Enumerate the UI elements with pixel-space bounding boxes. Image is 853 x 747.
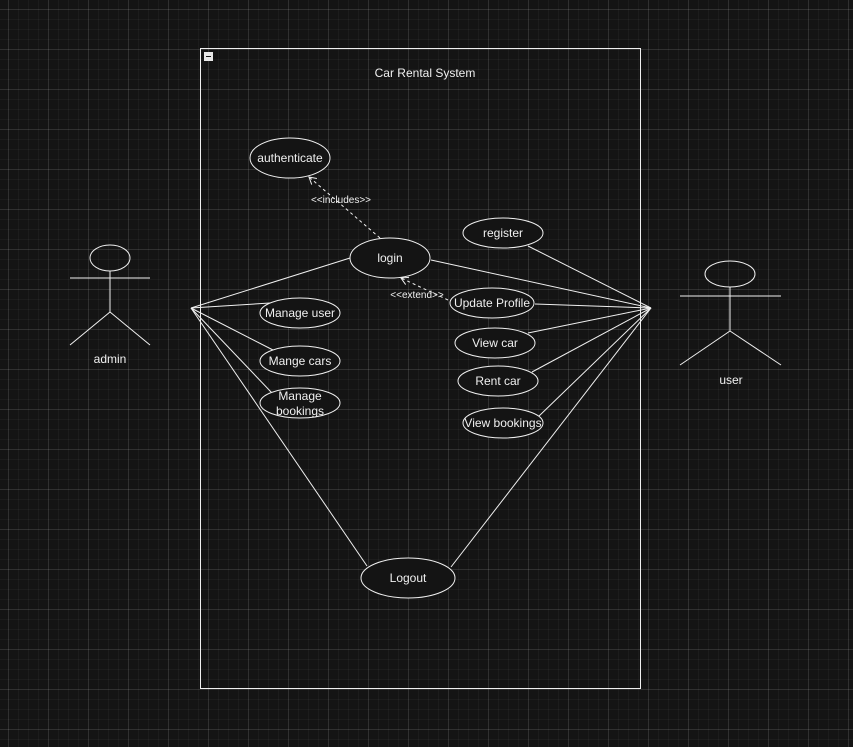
use-case-register[interactable]: register bbox=[462, 217, 544, 249]
system-boundary[interactable] bbox=[200, 48, 641, 689]
assoc-admin-manage-user[interactable] bbox=[190, 302, 271, 309]
assoc-admin-logout[interactable] bbox=[190, 307, 368, 567]
use-case-manage-user[interactable]: Manage user bbox=[259, 297, 341, 329]
system-title: Car Rental System bbox=[375, 66, 476, 80]
assoc-user-update-profile[interactable] bbox=[534, 303, 652, 309]
use-case-login[interactable]: login bbox=[349, 237, 431, 279]
use-case-mange-cars[interactable]: Mange cars bbox=[259, 345, 341, 377]
use-case-manage-bookings-label-1: Manage bbox=[278, 389, 322, 403]
assoc-user-register[interactable] bbox=[527, 245, 652, 309]
assoc-user-rent-car[interactable] bbox=[531, 307, 652, 373]
use-case-update-profile[interactable]: Update Profile bbox=[449, 287, 535, 319]
use-case-register-label: register bbox=[483, 226, 523, 240]
use-case-manage-bookings[interactable]: Manage bookings bbox=[259, 387, 341, 419]
use-case-authenticate-label: authenticate bbox=[257, 151, 323, 165]
actor-user-label: user bbox=[719, 373, 742, 387]
use-case-rent-car-label: Rent car bbox=[475, 374, 520, 388]
includes-label: <<includes>> bbox=[311, 195, 371, 206]
use-case-view-bookings[interactable]: View bookings bbox=[462, 407, 544, 439]
collapse-minus-icon[interactable] bbox=[204, 52, 213, 61]
use-case-update-profile-label: Update Profile bbox=[454, 296, 530, 310]
include-dependency[interactable] bbox=[308, 176, 381, 239]
assoc-admin-manage-bookings[interactable] bbox=[190, 307, 273, 394]
assoc-user-login[interactable] bbox=[430, 259, 652, 309]
use-case-authenticate[interactable]: authenticate bbox=[249, 137, 331, 179]
actor-admin-head-icon bbox=[89, 244, 131, 272]
use-case-view-car[interactable]: View car bbox=[454, 327, 536, 359]
use-case-view-bookings-label: View bookings bbox=[464, 416, 541, 430]
actor-admin-label: admin bbox=[94, 352, 127, 366]
use-case-rent-car[interactable]: Rent car bbox=[457, 365, 539, 397]
actor-user-head-icon bbox=[704, 260, 756, 288]
actor-admin[interactable] bbox=[69, 244, 151, 346]
use-case-view-car-label: View car bbox=[472, 336, 518, 350]
assoc-admin-mange-cars[interactable] bbox=[190, 307, 274, 351]
use-case-login-label: login bbox=[377, 251, 402, 265]
assoc-admin-login[interactable] bbox=[190, 257, 351, 309]
user-associations bbox=[430, 245, 652, 568]
extend-label: <<extend>> bbox=[390, 290, 444, 301]
admin-associations bbox=[190, 257, 368, 567]
assoc-user-logout[interactable] bbox=[450, 307, 652, 568]
assoc-user-view-bookings[interactable] bbox=[537, 307, 652, 418]
use-case-logout-label: Logout bbox=[390, 571, 427, 585]
use-case-logout[interactable]: Logout bbox=[360, 557, 456, 599]
use-case-mange-cars-label: Mange cars bbox=[269, 354, 332, 368]
use-case-manage-bookings-label-2: bookings bbox=[276, 404, 324, 418]
extend-dependency[interactable] bbox=[400, 276, 449, 301]
actor-user[interactable] bbox=[679, 260, 782, 366]
use-case-manage-user-label: Manage user bbox=[265, 306, 335, 320]
assoc-user-view-car[interactable] bbox=[527, 307, 652, 334]
